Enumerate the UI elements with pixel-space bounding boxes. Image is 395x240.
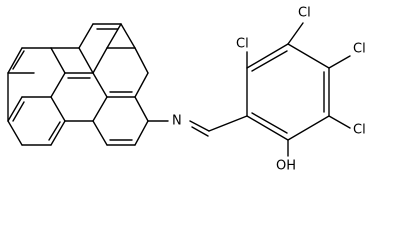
hydroxyl-label: OH — [276, 159, 296, 174]
pyrene-ring-system — [7, 23, 149, 146]
bond — [92, 47, 108, 74]
bond — [287, 22, 304, 45]
bond — [92, 120, 108, 146]
bond — [50, 120, 66, 146]
bond — [191, 126, 209, 137]
bond — [7, 47, 23, 74]
bond — [50, 72, 66, 98]
bond — [287, 115, 330, 141]
molecule-diagram: N Cl Cl Cl Cl OH — [7, 6, 366, 174]
imine-linker — [147, 115, 248, 137]
bond — [208, 115, 248, 132]
structure-canvas: N Cl Cl Cl Cl OH — [7, 6, 366, 174]
bond — [106, 23, 122, 49]
bond — [251, 50, 288, 72]
bond — [134, 120, 149, 146]
bond — [12, 50, 25, 70]
chlorine-label-top-right: Cl — [298, 6, 311, 21]
bond — [50, 47, 66, 74]
bond — [48, 121, 61, 141]
bond — [78, 47, 94, 74]
bond — [7, 96, 23, 122]
bond — [50, 96, 66, 122]
bond — [328, 55, 351, 69]
bond — [134, 47, 149, 74]
bond — [287, 43, 330, 69]
bond — [120, 23, 136, 49]
bond — [92, 96, 108, 122]
bond — [78, 23, 94, 49]
bond — [12, 101, 25, 122]
bond — [246, 43, 289, 69]
chlorine-label-right-lower: Cl — [353, 123, 366, 138]
bond — [92, 72, 108, 98]
bond — [189, 120, 210, 132]
chlorine-label-right-upper: Cl — [353, 42, 366, 57]
chlorine-label-top-left: Cl — [236, 37, 249, 52]
phenol-ring — [246, 22, 351, 157]
bond — [7, 120, 23, 146]
bond — [328, 115, 351, 129]
bond — [246, 115, 289, 141]
bond — [134, 72, 149, 98]
nitrogen-label: N — [172, 114, 182, 129]
bond — [251, 112, 288, 134]
bond — [134, 96, 149, 122]
